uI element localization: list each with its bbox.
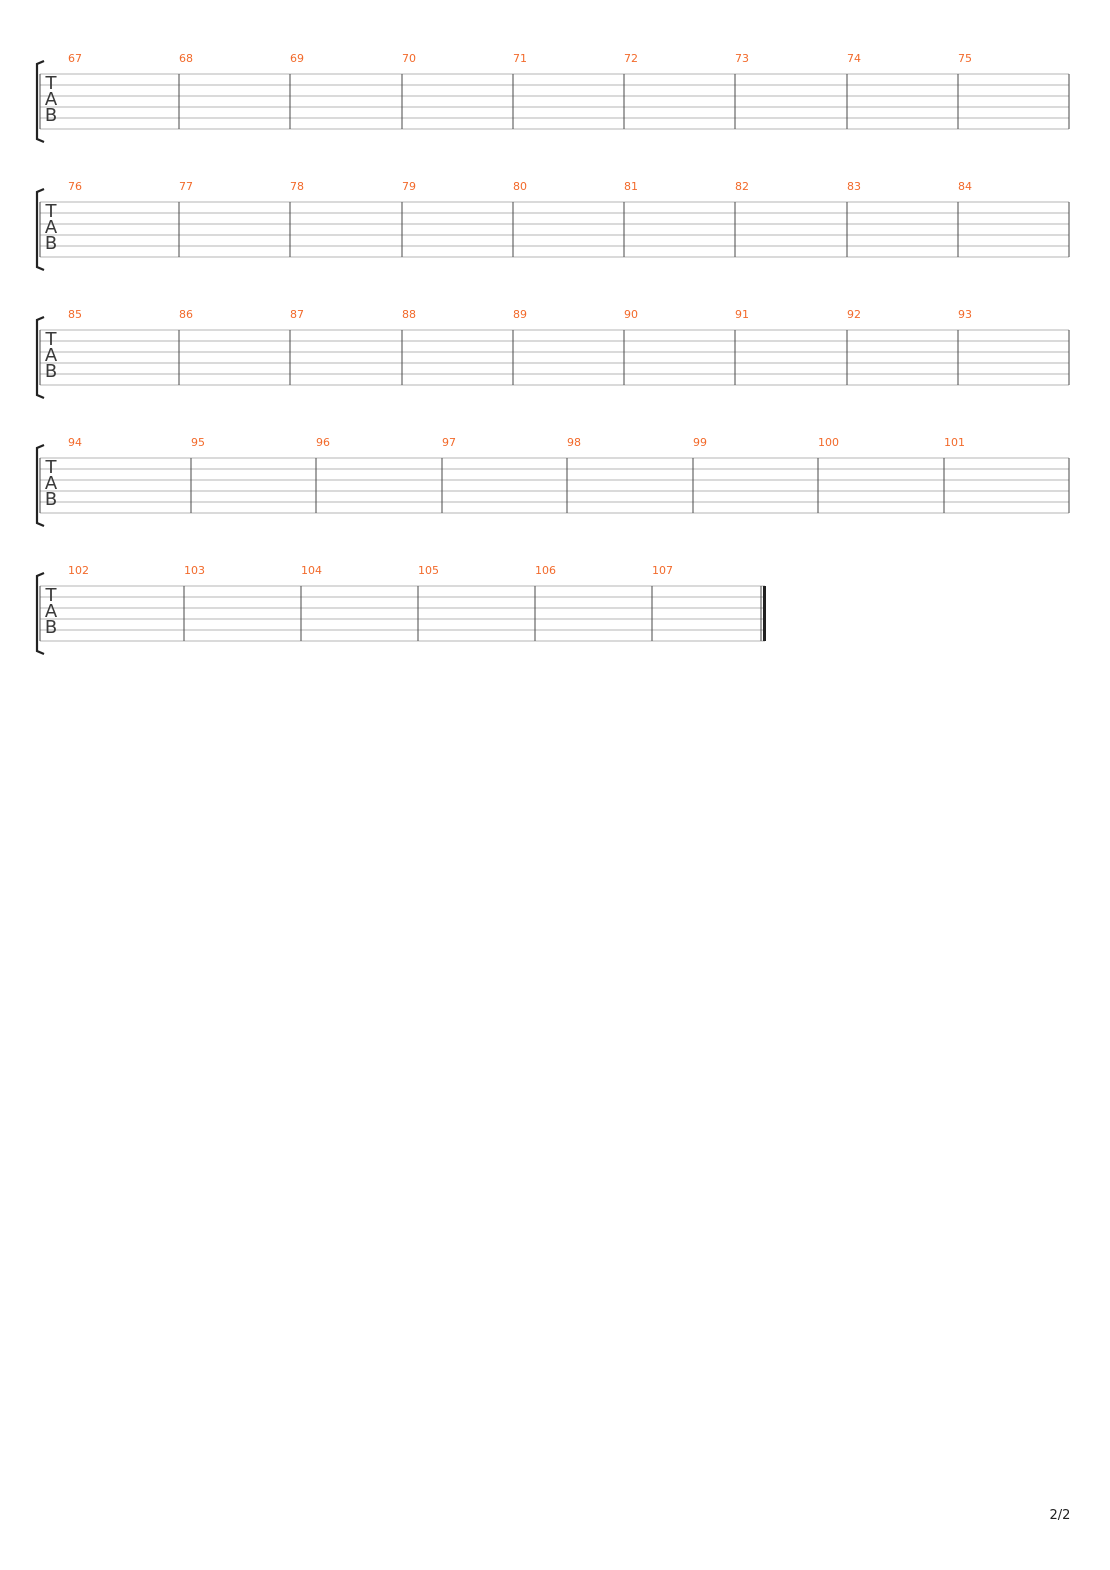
measure-number: 106: [535, 564, 556, 577]
measure-number: 102: [68, 564, 89, 577]
tab-clef-letter: A: [45, 217, 58, 238]
system-bracket: [35, 443, 45, 528]
system-bracket: [35, 59, 45, 144]
measure-number: 85: [68, 308, 82, 321]
measure-number: 89: [513, 308, 527, 321]
measure-number: 74: [847, 52, 861, 65]
tab-clef-letter: T: [45, 329, 58, 350]
tab-system: TAB 85 86 87 88 89 90 91 92 93: [35, 308, 1070, 400]
system-bracket: [35, 187, 45, 272]
tab-clef-letter: B: [45, 105, 57, 126]
measure-number: 78: [290, 180, 304, 193]
page-number: 2/2: [1049, 1508, 1071, 1523]
tab-system: TAB 76 77 78 79 80 81 82 83 84: [35, 180, 1070, 272]
measure-number: 69: [290, 52, 304, 65]
measure-number: 96: [316, 436, 330, 449]
system-bracket: [35, 315, 45, 400]
measure-number: 84: [958, 180, 972, 193]
measure-number: 90: [624, 308, 638, 321]
measure-number: 73: [735, 52, 749, 65]
measure-number: 71: [513, 52, 527, 65]
tab-system: TAB 102 103 104 105 106 107: [35, 564, 766, 656]
measure-number: 98: [567, 436, 581, 449]
tab-clef-letter: T: [45, 585, 58, 606]
system-bracket: [35, 571, 45, 656]
measure-number: 87: [290, 308, 304, 321]
tab-clef-letter: A: [45, 601, 58, 622]
tab-clef-letter: A: [45, 89, 58, 110]
tab-clef-letter: T: [45, 457, 58, 478]
measure-number: 68: [179, 52, 193, 65]
measure-number: 79: [402, 180, 416, 193]
tab-clef-letter: T: [45, 73, 58, 94]
measure-number: 97: [442, 436, 456, 449]
measure-number: 91: [735, 308, 749, 321]
measure-number: 92: [847, 308, 861, 321]
tab-clef-letter: B: [45, 233, 57, 254]
measure-number: 100: [818, 436, 839, 449]
measure-number: 88: [402, 308, 416, 321]
measure-number: 81: [624, 180, 638, 193]
measure-number: 72: [624, 52, 638, 65]
tab-system: TAB 67 68 69 70 71 72 73 74 75: [35, 52, 1070, 144]
final-barline-thick: [763, 586, 766, 641]
tab-clef-letter: B: [45, 617, 57, 638]
measure-number: 95: [191, 436, 205, 449]
measure-number: 104: [301, 564, 322, 577]
tab-clef-letter: A: [45, 473, 58, 494]
measure-number: 80: [513, 180, 527, 193]
measure-number: 93: [958, 308, 972, 321]
measure-number: 77: [179, 180, 193, 193]
measure-number: 86: [179, 308, 193, 321]
measure-number: 76: [68, 180, 82, 193]
measure-number: 82: [735, 180, 749, 193]
measure-number: 83: [847, 180, 861, 193]
measure-number: 105: [418, 564, 439, 577]
tab-clef-letter: T: [45, 201, 58, 222]
measure-number: 103: [184, 564, 205, 577]
measure-number: 107: [652, 564, 673, 577]
measure-number: 94: [68, 436, 82, 449]
tab-clef-letter: A: [45, 345, 58, 366]
measure-number: 99: [693, 436, 707, 449]
tab-clef-letter: B: [45, 361, 57, 382]
measure-number: 75: [958, 52, 972, 65]
measure-number: 101: [944, 436, 965, 449]
measure-number: 70: [402, 52, 416, 65]
measure-number: 67: [68, 52, 82, 65]
tab-system: TAB 94 95 96 97 98 99 100 101: [35, 436, 1070, 528]
tab-clef-letter: B: [45, 489, 57, 510]
